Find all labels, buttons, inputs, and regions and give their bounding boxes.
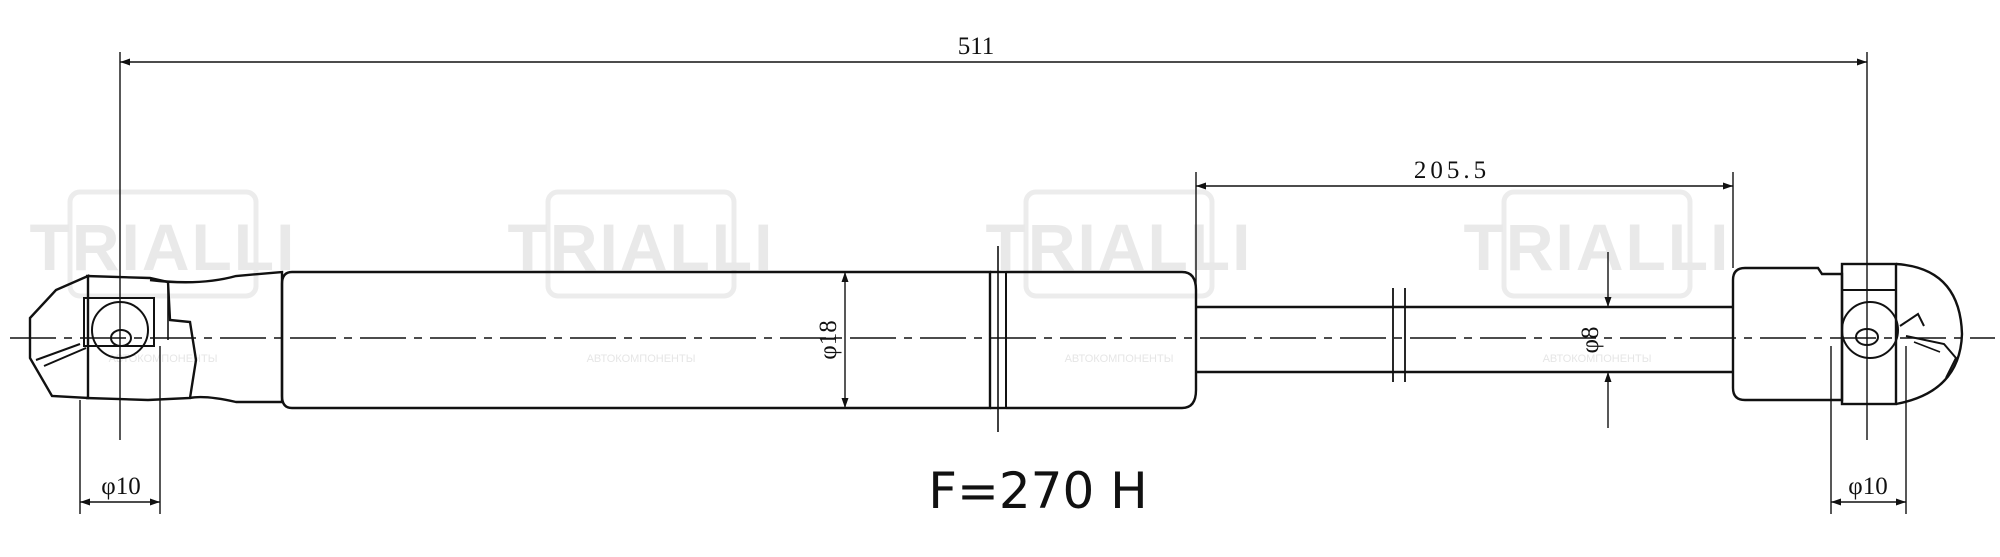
watermark-1: TRIALLI АВТОКОМПОНЕНТЫ [30,189,297,365]
extension-lines [79,52,1907,514]
svg-text:TRIALLI: TRIALLI [1464,210,1731,284]
svg-text:АВТОКОМПОНЕНТЫ: АВТОКОМПОНЕНТЫ [109,353,218,365]
overall-length-label: 511 [958,33,995,60]
stroke-label: 205.5 [1414,157,1490,184]
left-eye-diameter-label: φ10 [101,473,140,500]
force-label: F=270 H [928,462,1148,520]
right-end-fitting [1731,262,1964,406]
watermark-3: TRIALLI АВТОКОМПОНЕНТЫ [986,189,1250,365]
rod-diameter-label: φ8 [1577,327,1604,354]
watermark-4: TRIALLI АВТОКОМПОНЕНТЫ [1464,189,1731,365]
right-eye-diameter-label: φ10 [1848,473,1887,500]
piston-rod [1196,288,1733,382]
watermark-2: TRIALLI АВТОКОМПОНЕНТЫ [508,189,772,365]
watermark-group: TRIALLI АВТОКОМПОНЕНТЫ TRIALLI АВТОКОМПО… [30,189,1731,365]
svg-text:АВТОКОМПОНЕНТЫ: АВТОКОМПОНЕНТЫ [587,353,696,365]
svg-text:TRIALLI: TRIALLI [30,210,297,284]
svg-text:АВТОКОМПОНЕНТЫ: АВТОКОМПОНЕНТЫ [1543,353,1652,365]
body-diameter-label: φ18 [815,320,842,359]
svg-text:АВТОКОМПОНЕНТЫ: АВТОКОМПОНЕНТЫ [1065,353,1174,365]
left-end-fitting [28,270,284,404]
cylinder-body [280,246,1198,432]
